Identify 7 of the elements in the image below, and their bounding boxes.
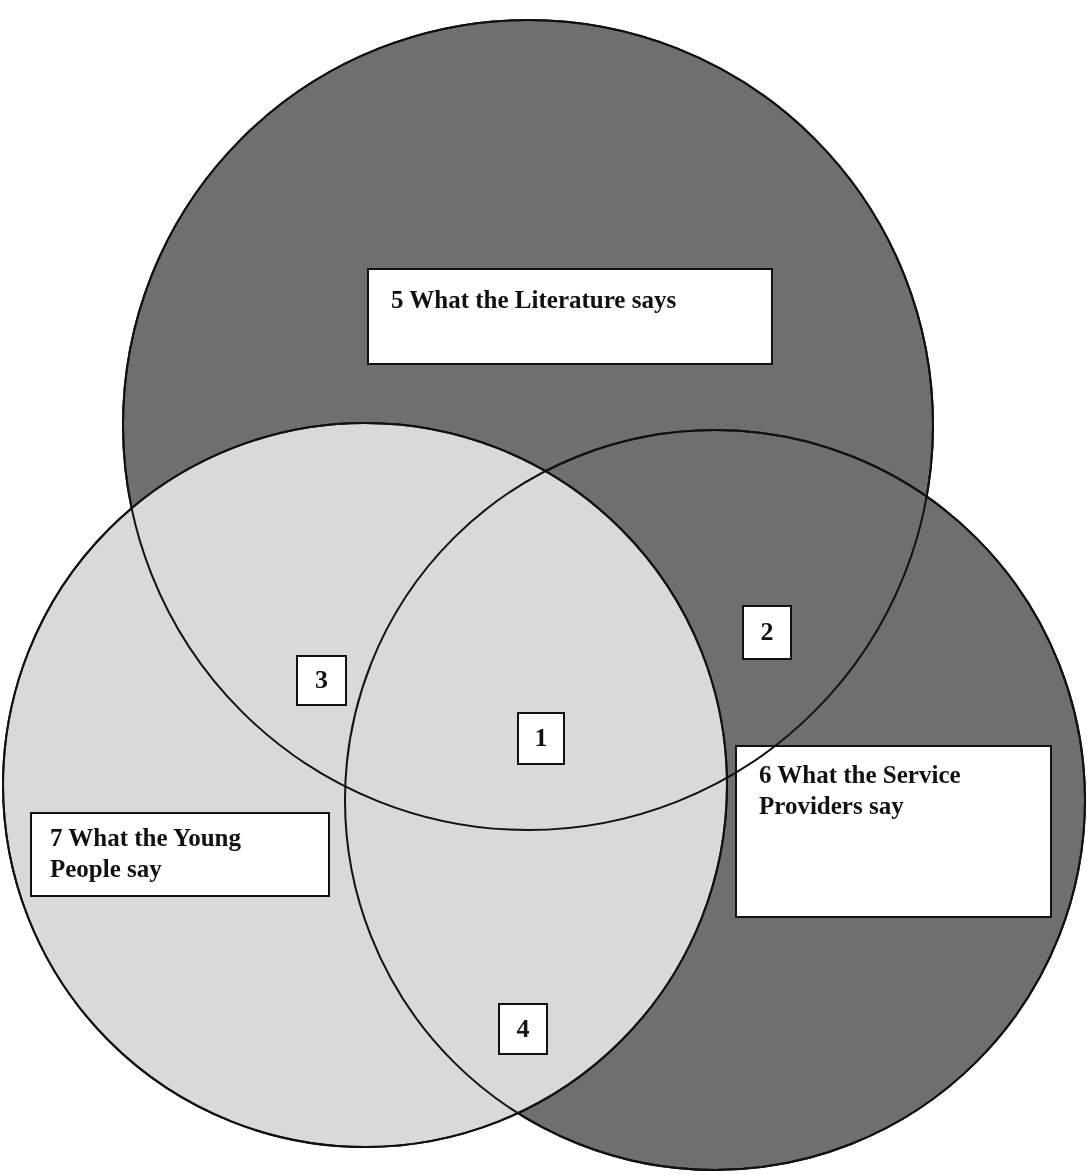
region-number: 4 — [498, 1003, 548, 1055]
region-number: 1 — [517, 712, 565, 765]
region-number: 2 — [742, 605, 792, 660]
region-number: 3 — [296, 655, 347, 706]
label-box: 7 What the Young People say — [30, 812, 330, 897]
label-box: 5 What the Literature says — [367, 268, 773, 365]
label-box: 6 What the Service Providers say — [735, 745, 1052, 918]
